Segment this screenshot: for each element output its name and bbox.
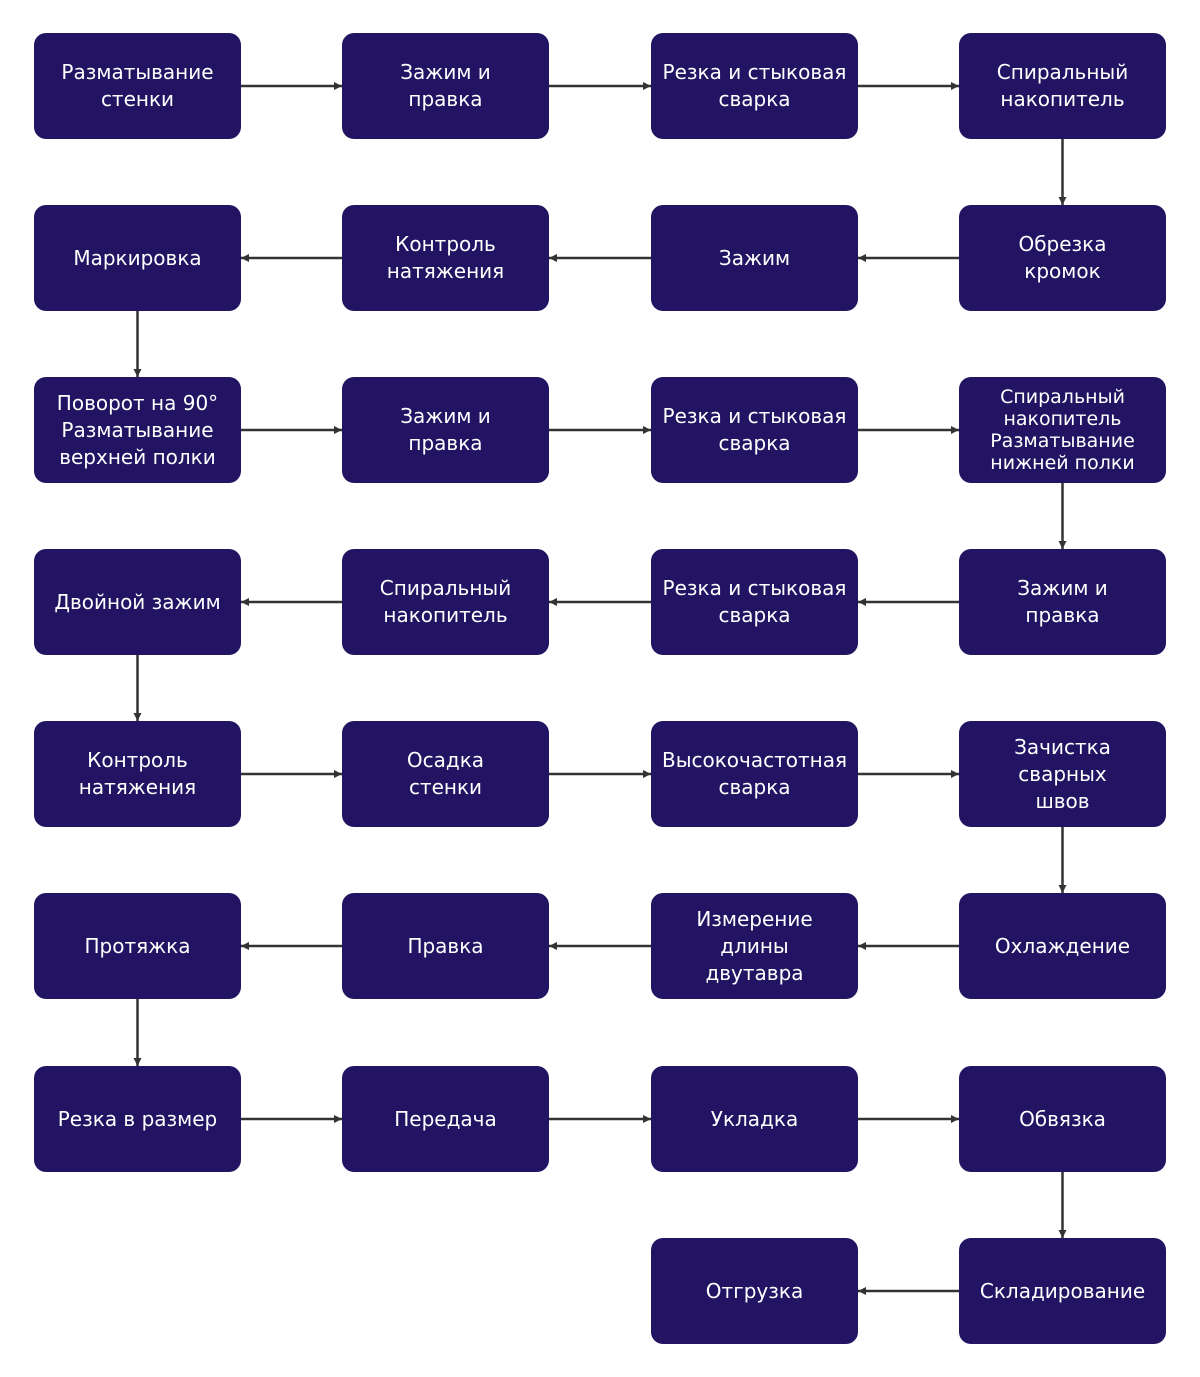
step-clamp-straighten-2: Зажим и правка <box>342 377 549 483</box>
step-web-upsetting: Осадка стенки <box>342 721 549 827</box>
step-beam-length-measurement: Измерение длины двутавра <box>651 893 858 999</box>
step-warehousing: Складирование <box>959 1238 1166 1344</box>
step-double-clamp: Двойной зажим <box>34 549 241 655</box>
step-edge-trimming: Обрезка кромок <box>959 205 1166 311</box>
step-straightening: Правка <box>342 893 549 999</box>
step-weld-seam-cleaning: Зачистка сварных швов <box>959 721 1166 827</box>
step-unwind-web: Разматывание стенки <box>34 33 241 139</box>
step-accumulator-unwind-bottom-flange: Спиральный накопитель Разматывание нижне… <box>959 377 1166 483</box>
step-clamp-straighten-3: Зажим и правка <box>959 549 1166 655</box>
step-stacking: Укладка <box>651 1066 858 1172</box>
step-tension-control-2: Контроль натяжения <box>34 721 241 827</box>
step-hf-welding: Высокочастотная сварка <box>651 721 858 827</box>
step-marking: Маркировка <box>34 205 241 311</box>
step-spiral-accumulator-2: Спиральный накопитель <box>342 549 549 655</box>
step-clamp: Зажим <box>651 205 858 311</box>
step-spiral-accumulator-1: Спиральный накопитель <box>959 33 1166 139</box>
step-transfer: Передача <box>342 1066 549 1172</box>
step-strapping: Обвязка <box>959 1066 1166 1172</box>
step-cut-butt-weld-2: Резка и стыковая сварка <box>651 377 858 483</box>
step-clamp-straighten-1: Зажим и правка <box>342 33 549 139</box>
step-cut-to-length: Резка в размер <box>34 1066 241 1172</box>
step-tension-control-1: Контроль натяжения <box>342 205 549 311</box>
step-pulling: Протяжка <box>34 893 241 999</box>
step-cut-butt-weld-1: Резка и стыковая сварка <box>651 33 858 139</box>
step-shipment: Отгрузка <box>651 1238 858 1344</box>
step-rotate-unwind-top-flange: Поворот на 90° Разматывание верхней полк… <box>34 377 241 483</box>
step-cooling: Охлаждение <box>959 893 1166 999</box>
step-cut-butt-weld-3: Резка и стыковая сварка <box>651 549 858 655</box>
